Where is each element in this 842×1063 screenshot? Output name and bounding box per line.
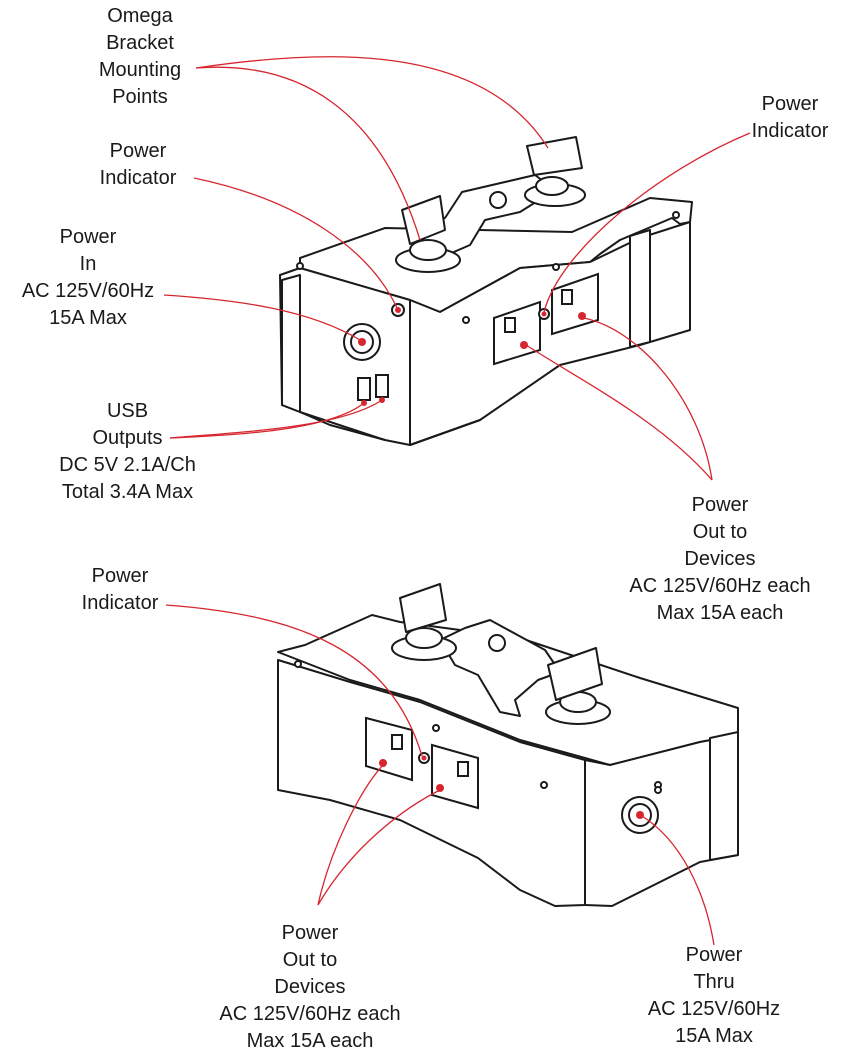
bottom-omega-bracket — [391, 583, 611, 725]
screw-hole — [672, 211, 680, 219]
leader-omega-right — [195, 56, 549, 149]
label-power-indicator-bottom: Power Indicator — [81, 565, 159, 614]
top-box-flange-right — [629, 229, 651, 348]
leader-lines — [163, 56, 751, 946]
top-box-bottom-edge — [299, 411, 481, 446]
bracket-knob-handle — [399, 583, 447, 633]
leader-indicator-top-right — [543, 132, 751, 313]
bottom-box-power-thru — [621, 786, 662, 834]
bracket-knob-handle — [401, 195, 446, 245]
usb-port — [375, 374, 389, 398]
leader-out-bottom-1 — [317, 764, 384, 906]
top-omega-bracket — [395, 136, 586, 273]
screw-hole — [540, 781, 548, 789]
leader-indicator-bottom — [165, 604, 423, 757]
label-power-thru: Power Thru AC 125V/60Hz 15A Max — [647, 944, 781, 1047]
screw-hole — [296, 262, 304, 270]
bracket-hole — [488, 634, 506, 652]
top-box-flange-left — [281, 274, 301, 413]
bracket-knob-handle — [526, 136, 583, 176]
bracket-knob-handle — [547, 647, 603, 701]
bottom-box-flange-right — [709, 731, 739, 861]
leader-usb-2 — [169, 399, 383, 439]
bracket-hole — [489, 191, 507, 209]
label-power-indicator-top-right: Power Indicator — [751, 93, 829, 142]
leader-usb-1 — [169, 402, 365, 439]
bottom-box-outlets — [365, 716, 479, 810]
screw-hole — [462, 316, 470, 324]
label-usb-outputs: USB Outputs DC 5V 2.1A/Ch Total 3.4A Max — [59, 400, 196, 503]
label-power-out-top: Power Out to Devices AC 125V/60Hz each M… — [629, 494, 811, 624]
label-power-in: Power In AC 125V/60Hz 15A Max — [21, 226, 155, 329]
top-box-front-face — [409, 221, 691, 446]
leader-omega-left — [195, 66, 421, 241]
screw-hole — [654, 786, 662, 794]
leader-out-top-2 — [583, 317, 713, 481]
label-power-indicator-top-left: Power Indicator — [99, 140, 177, 189]
screw-hole — [294, 660, 302, 668]
screw-hole — [432, 724, 440, 732]
leader-power-thru — [641, 815, 715, 946]
screw-hole — [552, 263, 560, 271]
top-power-box — [279, 197, 693, 446]
leader-out-top-1 — [525, 344, 713, 481]
leader-power-in — [163, 294, 361, 341]
top-box-left-panel — [343, 303, 405, 406]
label-omega-bracket: Omega Bracket Mounting Points — [98, 5, 182, 108]
outlet — [365, 716, 413, 782]
leader-indicator-top-left — [193, 177, 398, 309]
leader-out-bottom-2 — [317, 789, 441, 906]
usb-port — [357, 377, 371, 401]
label-power-out-bottom: Power Out to Devices AC 125V/60Hz each M… — [219, 922, 401, 1052]
outlet — [431, 743, 479, 810]
